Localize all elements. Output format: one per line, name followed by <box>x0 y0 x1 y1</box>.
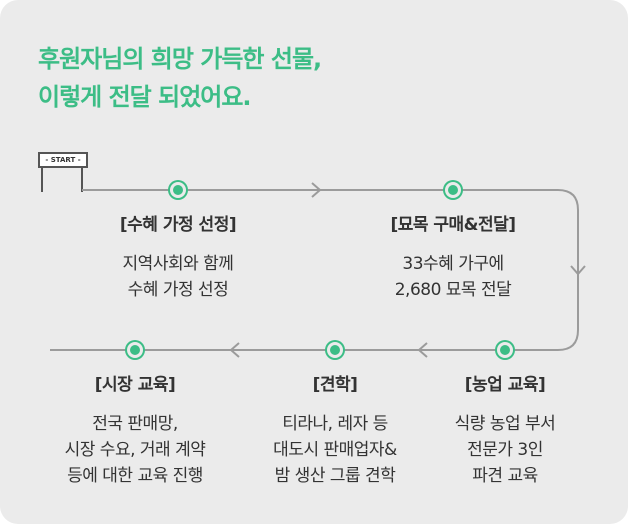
step-dot <box>500 345 510 355</box>
start-label: - START - <box>38 152 88 168</box>
step-description: 지역사회와 함께 수혜 가정 선정 <box>122 254 234 300</box>
step-dot <box>330 345 340 355</box>
headline-line-1: 후원자님의 희망 가득한 선물, <box>38 45 322 73</box>
step-market-education: [시장 교육] 전국 판매망, 시장 수요, 거래 계약 등에 대한 교육 진행 <box>40 370 230 489</box>
step-title: [시장 교육] <box>94 375 176 395</box>
left-arrow-icon <box>229 342 240 358</box>
upper-flow-line <box>50 189 579 351</box>
start-gate-icon <box>41 164 83 192</box>
step-description: 티라나, 레자 등 대도시 판매업자& 밤 생산 그룹 견학 <box>273 414 397 486</box>
step-seedling-delivery: [묘목 구매&전달] 33수혜 가구에 2,680 묘목 전달 <box>358 210 548 303</box>
step-title: [농업 교육] <box>464 375 546 395</box>
headline: 후원자님의 희망 가득한 선물, 이렇게 전달 되었어요. <box>38 40 322 116</box>
step-dot <box>130 345 140 355</box>
step-description: 식량 농업 부서 전문가 3인 파견 교육 <box>454 414 556 486</box>
step-description: 33수혜 가구에 2,680 묘목 전달 <box>394 254 512 300</box>
down-arrow-icon <box>570 265 586 276</box>
step-title: [묘목 구매&전달] <box>390 215 516 235</box>
step-dot <box>448 185 458 195</box>
step-dot <box>173 185 183 195</box>
step-title: [수혜 가정 선정] <box>119 215 237 235</box>
step-field-trip: [견학] 티라나, 레자 등 대도시 판매업자& 밤 생산 그룹 견학 <box>240 370 430 489</box>
step-description: 전국 판매망, 시장 수요, 거래 계약 등에 대한 교육 진행 <box>64 414 206 486</box>
step-agriculture-education: [농업 교육] 식량 농업 부서 전문가 3인 파견 교육 <box>410 370 600 489</box>
left-arrow-icon <box>417 342 428 358</box>
right-arrow-icon <box>311 182 322 198</box>
step-select-households: [수혜 가정 선정] 지역사회와 함께 수혜 가정 선정 <box>83 210 273 303</box>
headline-line-2: 이렇게 전달 되었어요. <box>38 83 252 111</box>
step-title: [견학] <box>312 375 358 395</box>
